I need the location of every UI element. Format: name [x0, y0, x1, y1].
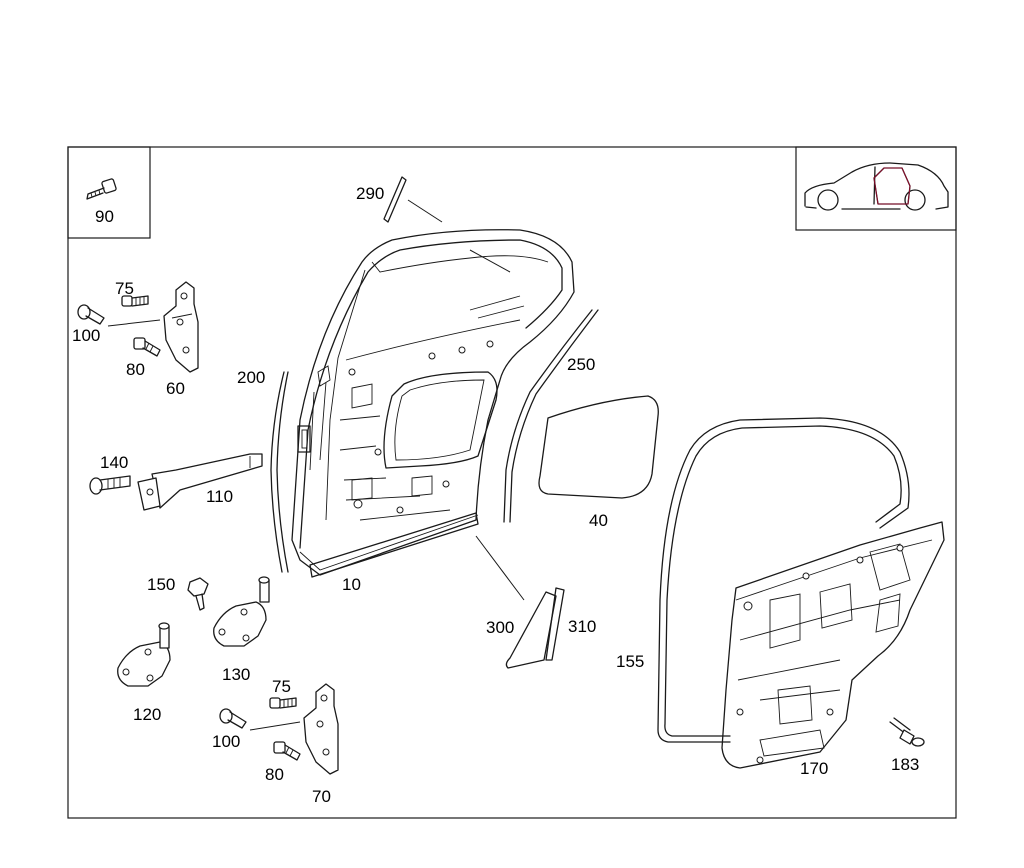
trim-strip-290	[383, 176, 407, 223]
callout-70: 70	[312, 787, 331, 806]
callout-110: 110	[206, 487, 233, 506]
door-check-110	[137, 453, 263, 511]
inset-box-vehicle	[795, 146, 957, 231]
sedan-rear-door-icon	[804, 162, 949, 211]
callout-80-lower: 80	[265, 765, 284, 784]
door-seal-155	[657, 417, 910, 743]
bolt-100-upper	[77, 304, 105, 325]
bolt-90-icon	[86, 178, 117, 200]
callout-290: 290	[356, 184, 384, 203]
lower-hinge-70	[303, 683, 339, 775]
highlighted-rear-door	[873, 167, 911, 205]
hinge-130	[213, 576, 270, 647]
triangle-trim-300	[505, 591, 557, 669]
leader-lines	[107, 199, 525, 731]
callout-140: 140	[100, 453, 128, 472]
callout-300: 300	[486, 618, 514, 637]
bolt-75-lower	[269, 697, 297, 709]
bolt-80-lower	[273, 741, 301, 761]
triangle-trim-310	[545, 587, 565, 661]
callout-183: 183	[891, 755, 919, 774]
seal-200	[270, 371, 289, 573]
inner-door-panel-170	[721, 521, 945, 769]
callout-310: 310	[568, 617, 596, 636]
callout-40: 40	[589, 511, 608, 530]
callout-80-upper: 80	[126, 360, 145, 379]
callout-75-lower: 75	[272, 677, 291, 696]
bolt-80-upper	[133, 337, 161, 357]
bolt-100-lower	[219, 708, 247, 729]
callout-90: 90	[95, 207, 114, 226]
callout-200: 200	[237, 368, 265, 387]
callout-100-lower: 100	[212, 732, 240, 751]
callout-60: 60	[166, 379, 185, 398]
callout-120: 120	[133, 705, 161, 724]
hinge-120	[117, 622, 171, 687]
callout-75-upper: 75	[115, 279, 134, 298]
bolt-75-upper	[121, 295, 149, 307]
callout-130: 130	[222, 665, 250, 684]
inset-box-bolt-90	[67, 146, 151, 239]
callout-250: 250	[567, 355, 595, 374]
clip-183	[889, 717, 925, 747]
callout-150: 150	[147, 575, 175, 594]
door-shell-10	[291, 229, 575, 578]
callout-labels: 90 290 75 100 80 60 200 250 140 110 40 1…	[72, 184, 919, 806]
upper-hinge-60	[163, 281, 199, 373]
bolt-140	[89, 475, 131, 495]
callout-170: 170	[800, 759, 828, 778]
window-glass-40	[538, 395, 659, 499]
callout-100-upper: 100	[72, 326, 100, 345]
bolt-150	[187, 577, 209, 611]
callout-155: 155	[616, 652, 644, 671]
seal-strip-250	[503, 309, 599, 523]
callout-10: 10	[342, 575, 361, 594]
diagram-frame	[67, 146, 957, 819]
